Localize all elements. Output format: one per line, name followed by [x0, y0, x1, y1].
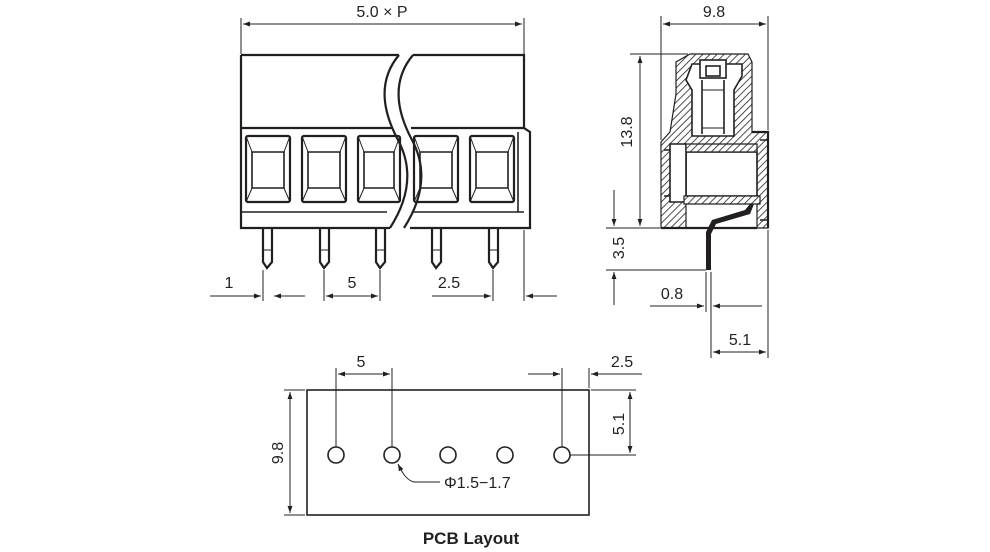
- side-housing: [660, 53, 770, 230]
- side-height-label: 13.8: [619, 116, 636, 147]
- pcb-hole-diameter-label: Φ1.5−1.7: [444, 475, 511, 492]
- pcb-hole-diameter-callout: Φ1.5−1.7: [397, 463, 511, 492]
- pin: [318, 228, 331, 270]
- pin: [261, 228, 274, 270]
- pcb-layout-title: PCB Layout: [423, 529, 520, 548]
- pcb-hole: [496, 446, 514, 464]
- edge-offset-label: 2.5: [438, 275, 460, 292]
- pcb-layout: 5 2.5 9.8 5.1 Φ1.5−1.7 PC: [270, 354, 642, 548]
- side-pin-length-dimension: 3.5: [606, 190, 706, 305]
- side-pin-thickness-dimension: 0.8: [650, 272, 762, 358]
- pin: [487, 228, 500, 270]
- front-view: 5.0 × P 1 5 2.5: [210, 4, 557, 301]
- pin: [430, 228, 443, 270]
- side-view: 9.8 13.8 3.5 0.8 5.1: [606, 4, 770, 358]
- pitch-label: 5: [348, 275, 357, 292]
- pcb-width-label: 9.8: [270, 442, 287, 464]
- pcb-hole: [327, 446, 345, 464]
- pcb-hole: [439, 446, 457, 464]
- side-height-dimension: 13.8: [606, 53, 688, 229]
- pcb-pitch-dimension: 5: [335, 354, 393, 447]
- side-pin: [706, 204, 754, 270]
- pin: [374, 228, 387, 270]
- edge-offset-dimension: 2.5: [432, 230, 557, 301]
- wire-openings: [244, 134, 516, 204]
- wire-opening: [412, 134, 460, 204]
- pcb-width-dimension: 9.8: [270, 389, 305, 516]
- wire-opening: [300, 134, 348, 204]
- overall-width-dimension: 5.0 × P: [240, 4, 525, 54]
- pitch-dimension: 5: [323, 270, 381, 301]
- overall-width-label: 5.0 × P: [356, 4, 407, 21]
- pcb-edge-offset-label: 2.5: [611, 354, 633, 371]
- pin-offset-dimension: 1: [210, 270, 305, 301]
- pin-offset-label: 1: [225, 275, 234, 292]
- side-pin-length-label: 3.5: [611, 237, 628, 259]
- side-pin-thickness-label: 0.8: [661, 286, 683, 303]
- side-width-dimension: 9.8: [660, 4, 769, 140]
- pcb-hole-offset-dimension: 5.1: [570, 389, 636, 456]
- wire-opening: [468, 134, 516, 204]
- pcb-pitch-label: 5: [357, 354, 366, 371]
- pcb-hole: [553, 446, 571, 464]
- pcb-holes: [327, 446, 571, 464]
- side-pin-offset-dimension: 5.1: [713, 230, 769, 358]
- side-width-label: 9.8: [703, 4, 725, 21]
- pins: [261, 228, 500, 270]
- wire-opening: [356, 134, 402, 204]
- front-body: [239, 53, 532, 230]
- pcb-outline: [306, 389, 590, 516]
- pcb-hole-offset-label: 5.1: [611, 413, 628, 435]
- side-pin-offset-label: 5.1: [729, 332, 751, 349]
- pcb-edge-offset-dimension: 2.5: [528, 354, 642, 447]
- wire-opening: [244, 134, 292, 204]
- pcb-hole: [383, 446, 401, 464]
